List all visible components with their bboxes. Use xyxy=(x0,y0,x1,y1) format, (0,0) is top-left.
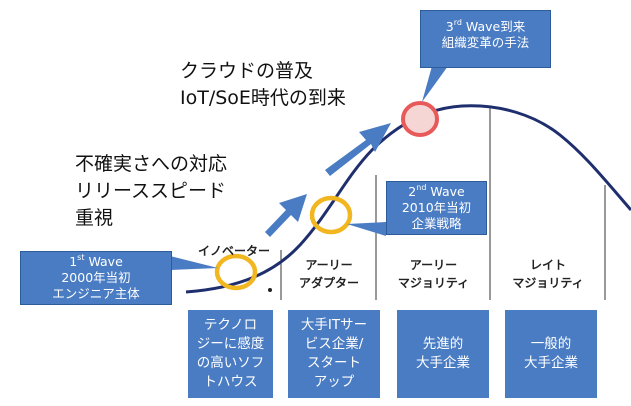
segment-label-line: アーリー xyxy=(305,258,353,272)
box-line: スタート xyxy=(307,355,361,371)
box-line: 先進的 xyxy=(422,336,464,352)
segment-label-line: マジョリティ xyxy=(397,276,470,290)
box-line: 大手企業 xyxy=(524,355,578,371)
cloud-annotation-line: クラウドの普及 xyxy=(180,60,314,82)
segment-innovator-label: イノベーター xyxy=(186,242,282,260)
late-majority-box: 一般的 大手企業 xyxy=(505,310,597,398)
box-line: 一般的 xyxy=(530,336,572,352)
segment-label-line: イノベーター xyxy=(197,244,270,258)
segment-early-majority-label: アーリー マジョリティ xyxy=(377,256,490,292)
wave3-callout: 3rd Wave到来 組織変革の手法 xyxy=(420,10,551,68)
box-line: の高いソフ xyxy=(196,355,265,371)
wave1-callout: 1st Wave 2000年当初 エンジニア主体 xyxy=(20,251,172,305)
segment-early-adopter-label: アーリー アダプター xyxy=(282,256,376,292)
wave3-title: 3rd Wave到来 xyxy=(445,18,526,35)
segment-late-majority-label: レイト マジョリティ xyxy=(491,256,605,292)
early-majority-box: 先進的 大手企業 xyxy=(397,310,489,398)
wave3-pointer xyxy=(422,66,448,102)
box-line: テクノロ xyxy=(203,317,258,333)
box-line: ビス企業/ xyxy=(304,336,364,352)
segment-label-line: マジョリティ xyxy=(512,276,584,290)
box-line: 大手企業 xyxy=(416,355,470,371)
box-line: トハウス xyxy=(203,374,258,390)
cloud-annotation-line: IoT/SoE時代の到来 xyxy=(180,87,346,109)
segment-label-line: アーリー xyxy=(409,258,458,272)
wave2-pointer xyxy=(347,222,386,236)
wave1-pointer xyxy=(170,256,218,270)
wave2-year: 2010年当初 xyxy=(401,200,472,215)
release-annotation-line: 不確実さへの対応 xyxy=(75,153,228,175)
wave1-title: 1st Wave xyxy=(69,253,123,270)
early-adopter-highlight-circle xyxy=(309,195,353,235)
growth-arrow xyxy=(265,194,307,237)
wave1-year: 2000年当初 xyxy=(61,270,131,285)
segment-label-line: レイト xyxy=(529,258,566,272)
wave2-callout: 2nd Wave 2010年当初 企業戦略 xyxy=(386,181,487,235)
segment-label-line: アダプター xyxy=(298,276,359,290)
wave1-actor: エンジニア主体 xyxy=(52,286,140,301)
release-annotation: 不確実さへの対応 リリーススピード 重視 xyxy=(75,151,227,232)
wave2-title: 2nd Wave xyxy=(408,183,465,200)
box-line: 大手ITサー xyxy=(300,317,368,333)
growth-arrow xyxy=(325,123,391,176)
release-annotation-line: リリーススピード xyxy=(75,180,227,202)
innovator-box: テクノロ ジーに感度 の高いソフ トハウス xyxy=(188,310,273,398)
release-annotation-line: 重視 xyxy=(75,207,114,229)
chasm-dot xyxy=(268,288,272,292)
early-majority-highlight-circle xyxy=(401,101,439,137)
wave2-actor: 企業戦略 xyxy=(411,216,462,231)
early-adopter-box: 大手ITサー ビス企業/ スタート アップ xyxy=(288,310,380,398)
cloud-annotation: クラウドの普及 IoT/SoE時代の到来 xyxy=(180,58,346,112)
innovator-highlight-circle xyxy=(214,253,258,291)
wave3-desc: 組織変革の手法 xyxy=(441,35,530,50)
box-line: アップ xyxy=(313,374,355,390)
box-line: ジーに感度 xyxy=(196,336,265,352)
